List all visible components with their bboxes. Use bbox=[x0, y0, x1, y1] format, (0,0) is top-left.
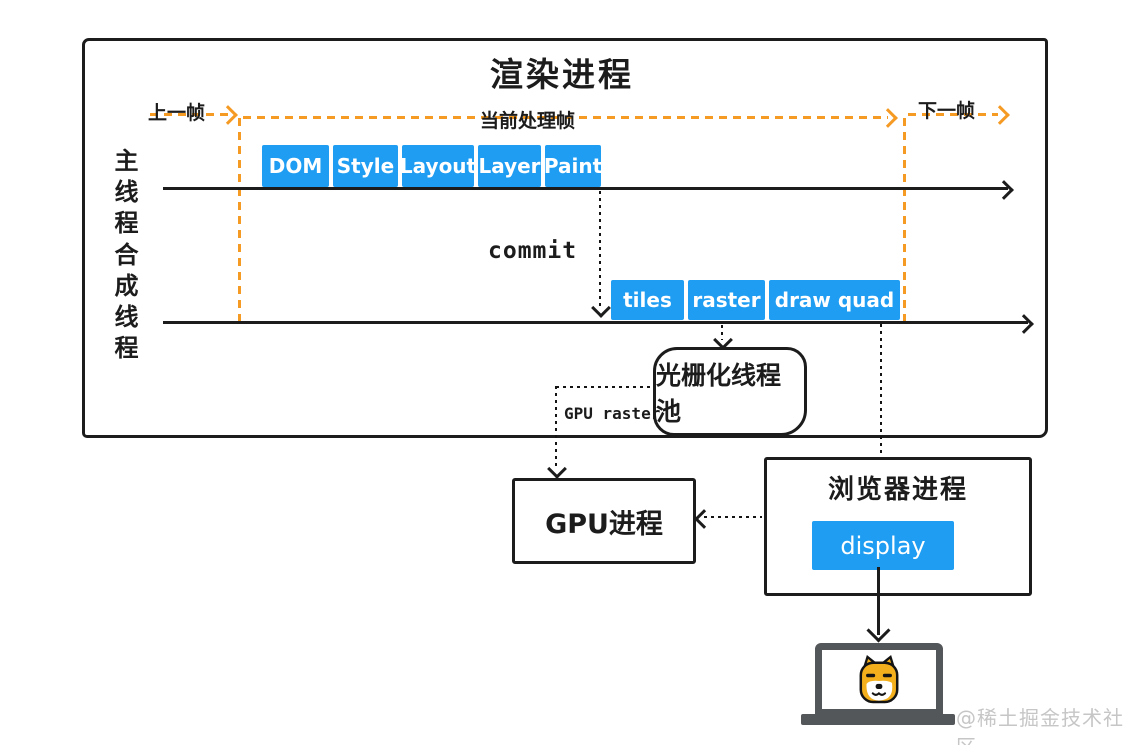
frame-start-line bbox=[238, 118, 241, 322]
main-thread-timeline bbox=[163, 187, 1008, 190]
stage-paint: Paint bbox=[544, 145, 602, 187]
stage-tiles: tiles bbox=[611, 280, 684, 320]
browser-process-title: 浏览器进程 bbox=[827, 475, 968, 505]
prev-frame-label: 上一帧 bbox=[148, 102, 206, 124]
raster-to-pool-line bbox=[721, 325, 723, 340]
render-process-box bbox=[82, 38, 1048, 438]
stage-draw-quad: draw quad bbox=[769, 280, 900, 320]
browser-to-gpu-arrow-icon bbox=[694, 509, 714, 529]
frame-end-line bbox=[903, 118, 906, 325]
stage-dom: DOM bbox=[262, 145, 329, 187]
drawquad-to-display-line bbox=[880, 324, 882, 508]
browser-to-gpu-line bbox=[704, 516, 762, 518]
prev-frame-dash bbox=[150, 113, 228, 116]
stage-layout: Layout bbox=[400, 145, 476, 187]
stage-raster: raster bbox=[688, 280, 765, 320]
gpu-raster-line-v bbox=[555, 386, 557, 469]
display-button: display bbox=[812, 521, 954, 570]
next-frame-dash bbox=[908, 113, 998, 116]
watermark: @稀土掘金技术社区 bbox=[956, 706, 1124, 745]
gpu-process-title: GPU进程 bbox=[545, 508, 663, 540]
gpu-raster-line-h bbox=[556, 386, 653, 388]
render-process-title: 渲染进程 bbox=[490, 55, 634, 94]
current-frame-dash bbox=[243, 116, 888, 119]
browser-process-box: 浏览器进程 display bbox=[764, 457, 1032, 596]
display-to-laptop-line bbox=[877, 567, 880, 635]
current-frame-label: 当前处理帧 bbox=[480, 110, 576, 132]
stage-layer: Layer bbox=[478, 145, 541, 187]
compositor-thread-timeline bbox=[163, 321, 1028, 324]
gpu-process-box: GPU进程 bbox=[512, 478, 696, 564]
compositor-thread-label: 合成线程 bbox=[110, 242, 138, 366]
main-thread-label: 主线程 bbox=[110, 148, 138, 241]
laptop-screen bbox=[815, 643, 943, 716]
gpu-raster-label: GPU raster bbox=[564, 404, 661, 423]
raster-pool-label: 光栅化线程池 bbox=[656, 360, 782, 426]
gpu-raster-arrow-icon bbox=[547, 459, 567, 479]
stage-style: Style bbox=[333, 145, 398, 187]
commit-label: commit bbox=[488, 238, 578, 264]
laptop-base bbox=[801, 714, 955, 725]
raster-pool-box: 光栅化线程池 bbox=[653, 347, 807, 436]
shiba-dog-icon bbox=[859, 654, 899, 703]
next-frame-label: 下一帧 bbox=[918, 100, 976, 122]
display-to-laptop-arrow-icon bbox=[866, 618, 891, 643]
main-thread-stages: DOM Style Layout Layer Paint bbox=[262, 145, 602, 187]
compositor-thread-stages: tiles raster draw quad bbox=[611, 280, 900, 320]
commit-arrow-line bbox=[599, 191, 601, 308]
